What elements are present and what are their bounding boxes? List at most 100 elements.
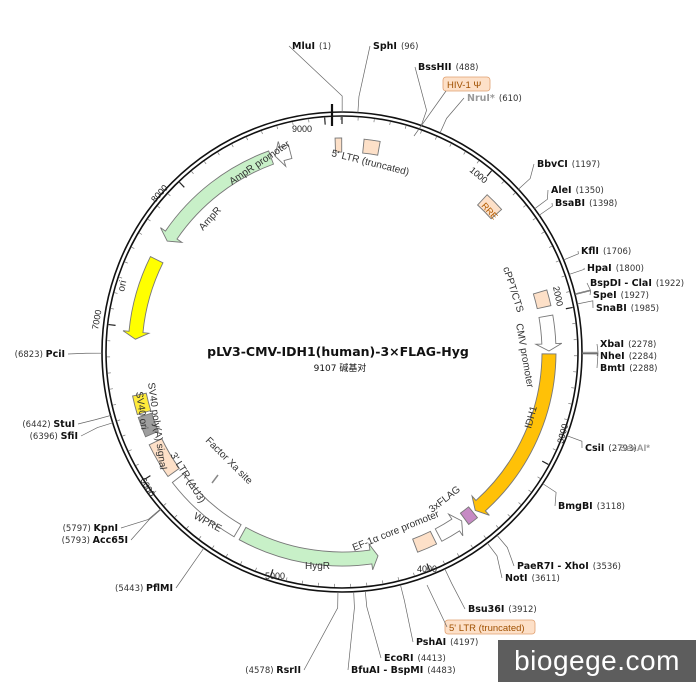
feature-ef-1a-core-promoter [434,512,464,542]
site-pos: (1197) [572,160,600,170]
tick-mark [167,193,171,197]
site-leader [569,267,585,275]
tick-mark [301,580,304,584]
site-name: BmgBI [558,501,593,512]
tick-mark [191,171,194,174]
tick-mark [124,261,128,264]
site-pos: (3536) [593,562,621,572]
tick-mark [231,144,234,148]
tick-mark [225,553,229,557]
site-leader [542,483,557,507]
site-pos: (4413) [418,654,446,664]
feature-cmv-promoter [534,314,563,352]
site-label: BbvCI (1197) [537,159,600,170]
site-leader [439,97,465,134]
plasmid-size: 9107 碱基对 [314,362,367,374]
restriction-site-layer: MluI(1)SphI(96)BssHII(488)NruI*(610)BbvC… [15,41,684,676]
site-label: MluI(1) [292,41,331,52]
tick-mark [198,536,202,539]
tick-label-1000: 1000 [468,165,490,186]
site-name: Acc65I [93,535,128,546]
site-leader [577,300,594,309]
site-pos: (1706) [603,247,631,257]
site-name: SfiI [61,431,78,442]
site-pos: (3611) [532,574,560,584]
site-pos: (1985) [631,304,659,314]
tick-mark [112,404,117,406]
feature-ampr [160,150,275,243]
site-leader [581,343,599,353]
site-pos: (2278) [628,340,656,350]
hiv1-psi-box [442,76,491,92]
site-name: SpeI [593,290,617,301]
site-label: PshAI(4197) [416,637,478,648]
site-name: BssHII [418,62,452,73]
site-label: BmgBI (3118) [558,501,625,512]
tick-mark [128,449,132,452]
ring-outer [101,111,583,593]
tick-mark [324,117,326,125]
tick-mark [413,572,415,576]
tick-mark [552,448,556,451]
site-label: HpaI(1800) [587,263,644,274]
feature-sv40-ori [137,412,159,438]
tick-mark [131,246,135,249]
tick-mark [139,232,143,235]
site-label: (4578) RsrII [245,665,301,676]
tick-mark [420,130,422,134]
feature-hygr [238,526,379,571]
site-label: NruI*(610) [467,93,522,104]
tick-mark [276,126,279,130]
site-name: BbvCI [537,159,568,170]
tick-mark [456,553,460,557]
tick-mark [449,143,452,147]
feature-sv40-poly-a-signal [132,392,152,416]
site-name: PciI [46,349,65,360]
factor-xa-mark [211,474,219,484]
tick-mark [292,122,294,126]
feature-hiv-1-psi [362,138,381,156]
feature-5-ltr-truncated- [334,137,343,153]
site-pos: (5443) [115,584,146,594]
tick-mark [512,192,516,196]
site-name: AleI [551,185,572,196]
feature-layer [122,137,563,571]
site-label: (6823) PciI [15,349,65,360]
site-pos: (1398) [589,199,617,209]
site-name: MluI [292,41,315,52]
tick-mark [434,136,437,140]
site-name: EcoRI [384,653,414,664]
tick-mark [507,514,511,517]
site-label: BmtI(2288) [600,363,657,374]
site-leader [566,435,583,449]
site-leader [574,282,591,295]
site-name: StuI [53,419,75,430]
site-pos: (1350) [576,186,604,196]
tick-mark [501,181,504,184]
site-pos: (5793) [62,536,93,546]
site-leader [518,163,535,190]
site-label: BsaBI (1398) [555,198,617,209]
site-leader [534,189,549,210]
tick-mark [566,291,570,293]
site-name: NruI* [467,93,495,104]
feature-ori [122,255,164,340]
tick-mark [555,260,559,263]
ring-inner [105,115,579,589]
site-leader [130,509,162,541]
site-name: BsaBI [555,198,585,209]
tick-mark [495,525,499,528]
plasmid-title: pLV3-CMV-IDH1(human)-3×FLAG-Hyg [207,344,469,359]
site-name: HpaI [587,263,612,274]
site-name: NotI [505,573,528,584]
tick-mark [204,161,207,165]
site-pos: (3118) [597,502,625,512]
feature-wpre [171,473,242,538]
feature-sv40-small [412,530,438,553]
tick-mark [261,131,263,135]
site-leader [77,415,111,425]
site-pos: (6823) [15,350,46,360]
tick-mark [528,489,532,493]
tick-mark [565,306,573,310]
